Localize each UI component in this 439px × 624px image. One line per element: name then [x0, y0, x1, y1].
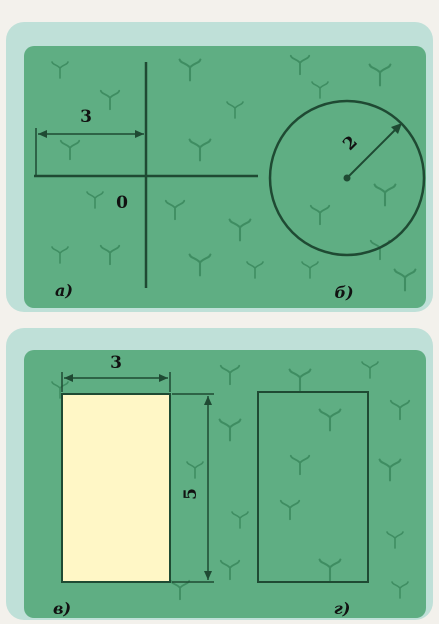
- circle: [268, 99, 426, 257]
- width-arrow-left: [64, 374, 73, 382]
- height-arrow-top: [204, 396, 212, 405]
- outline-rectangle: [257, 391, 369, 583]
- height-label: 5: [181, 488, 201, 500]
- dimension-arrow-right: [135, 130, 144, 138]
- caption-b: б): [334, 283, 353, 302]
- panel-a: 3 0 а): [34, 62, 258, 300]
- yellow-rectangle: [61, 393, 171, 583]
- width-label: 3: [110, 353, 122, 373]
- origin-label: 0: [116, 193, 128, 213]
- caption-g: г): [334, 599, 351, 618]
- caption-a: а): [55, 281, 73, 300]
- dimension-arrow-left: [38, 130, 47, 138]
- caption-v: в): [53, 599, 71, 618]
- panel-v: 3 5 в): [53, 353, 214, 618]
- width-arrow-right: [159, 374, 168, 382]
- dimension-label-3: 3: [80, 107, 92, 127]
- height-arrow-bottom: [204, 571, 212, 580]
- radius-arrow: [391, 123, 402, 134]
- radius-line: [346, 124, 401, 179]
- panel-g: г): [257, 391, 369, 618]
